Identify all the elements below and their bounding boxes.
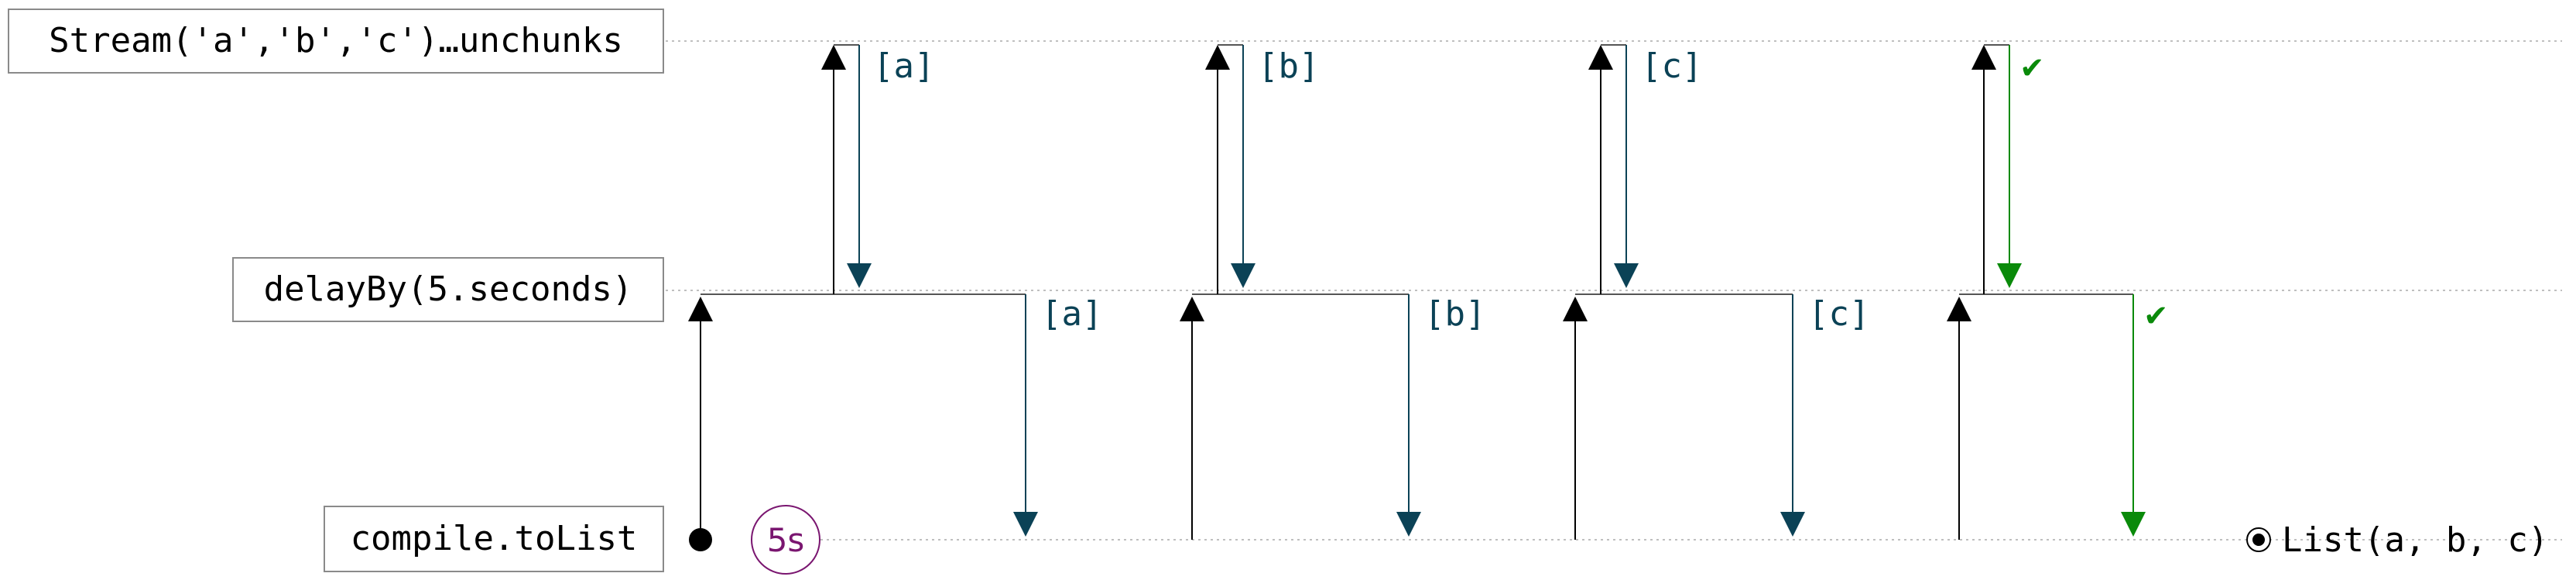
- filled-circle-icon: [689, 528, 712, 551]
- delay-badge-ring: [751, 505, 820, 575]
- emit-arrow-upper-1-head: [1231, 263, 1255, 288]
- chunk-label-upper-0: [a]: [873, 46, 934, 86]
- chunk-label-upper-3: ✔: [2022, 46, 2043, 86]
- pull-arrow-upper-2-head: [1588, 45, 1613, 70]
- pull-arrow-lower-1-head: [1180, 297, 1204, 321]
- lane-label-delay: delayBy(5.seconds): [232, 257, 664, 322]
- chunk-label-lower-0: [a]: [1041, 294, 1102, 334]
- lane-label-compile: compile.toList: [324, 506, 664, 572]
- pull-arrow-upper-3-head: [1971, 45, 1996, 70]
- chunk-label-lower-1: [b]: [1424, 294, 1485, 334]
- pull-arrow-lower-2-head: [1563, 297, 1588, 321]
- pull-arrow-upper-0-head: [821, 45, 846, 70]
- emit-arrow-upper-3-head: [1997, 263, 2022, 288]
- emit-arrow-lower-3-head: [2121, 512, 2146, 537]
- chunk-label-upper-2: [c]: [1641, 46, 1702, 86]
- target-circle-dot: [2252, 534, 2265, 546]
- emit-arrow-lower-1-head: [1396, 512, 1421, 537]
- delay-badge-label: 5s: [767, 521, 805, 559]
- pull-arrow-upper-1-head: [1205, 45, 1230, 70]
- pull-arrow-lower-0-head: [688, 297, 713, 321]
- pull-arrow-lower-3-head: [1947, 297, 1971, 321]
- chunk-label-upper-1: [b]: [1258, 46, 1319, 86]
- emit-arrow-lower-2-head: [1780, 512, 1805, 537]
- chunk-label-lower-3: ✔: [2146, 294, 2167, 334]
- emit-arrow-upper-0-head: [847, 263, 872, 288]
- emit-arrow-upper-2-head: [1614, 263, 1639, 288]
- lane-label-source: Stream('a','b','c')…unchunks: [8, 9, 664, 74]
- result-label: List(a, b, c): [2282, 520, 2548, 560]
- emit-arrow-lower-0-head: [1013, 512, 1038, 537]
- chunk-label-lower-2: [c]: [1808, 294, 1869, 334]
